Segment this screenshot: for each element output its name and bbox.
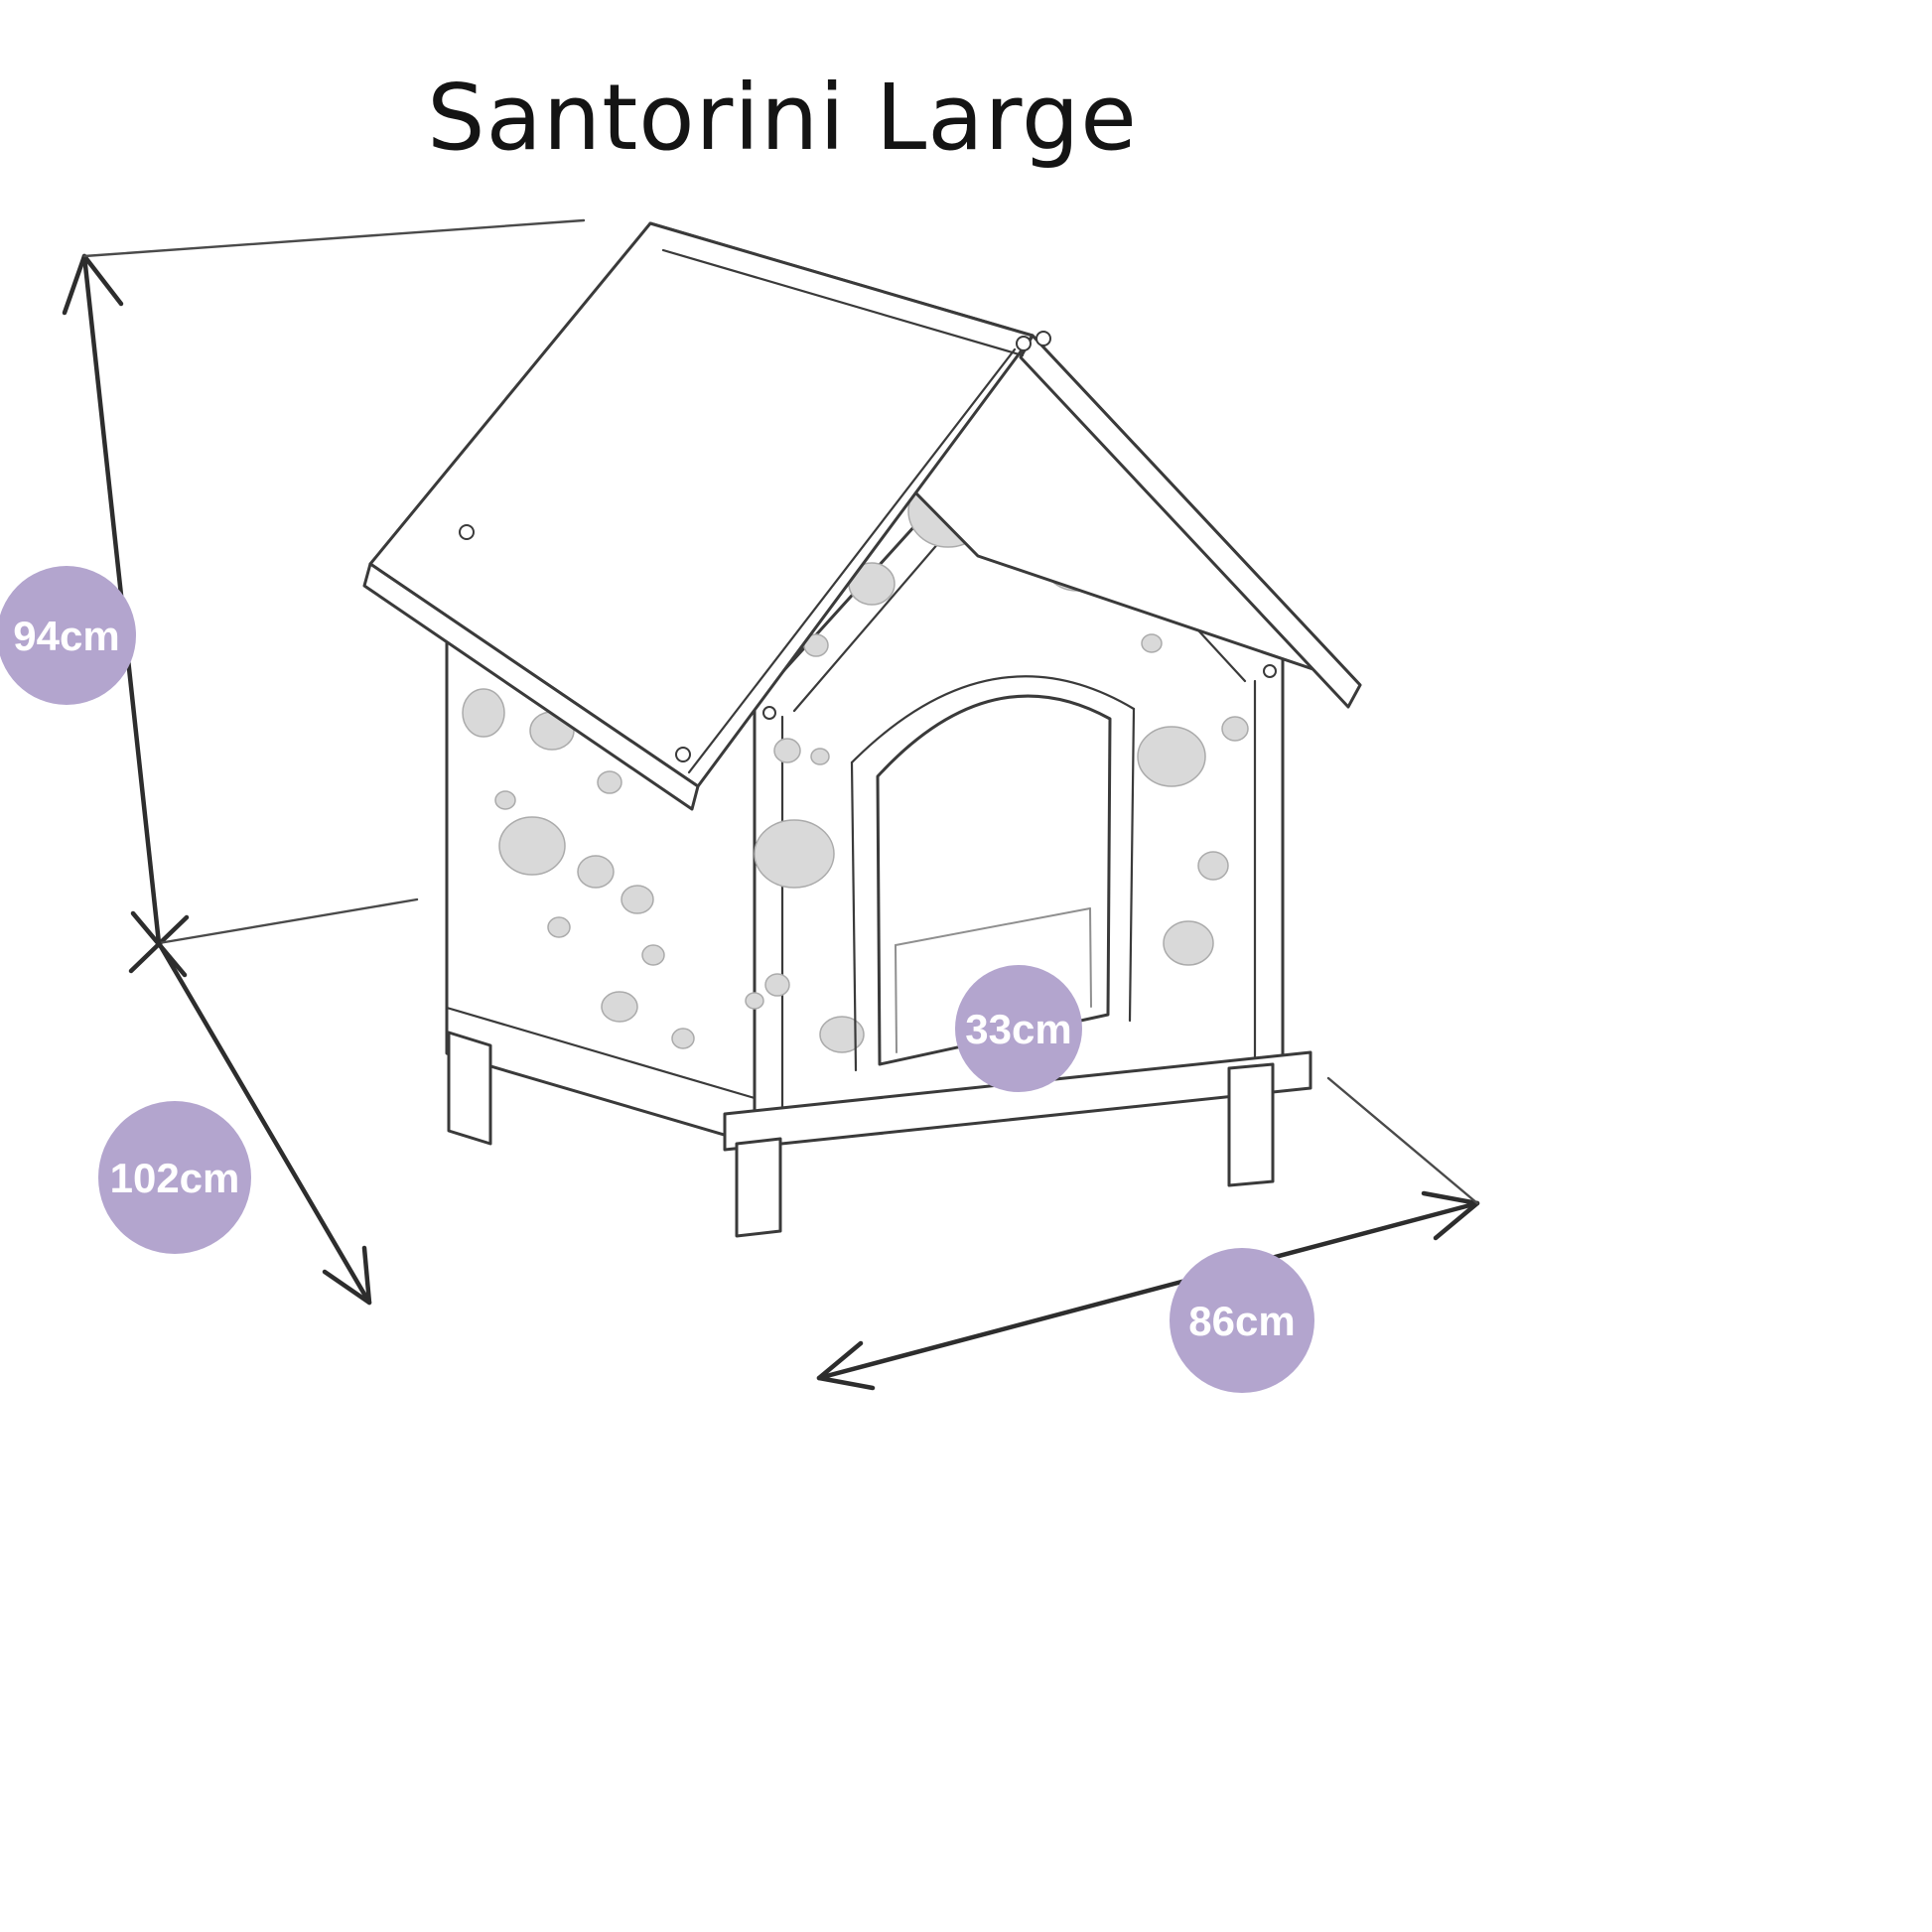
interior-left-corner: [895, 944, 897, 1053]
legs: [447, 1031, 1275, 1238]
page-title: Santorini Large: [427, 65, 1138, 171]
front-base-rail: [723, 1050, 1312, 1152]
front-right-leg: [1227, 1062, 1275, 1187]
spot: [601, 991, 638, 1023]
width-badge-label: 86cm: [1188, 1298, 1295, 1344]
spot: [462, 688, 505, 738]
spot: [597, 770, 622, 794]
spot: [754, 819, 835, 889]
base-projection-line: [157, 897, 419, 945]
spot: [745, 992, 764, 1010]
interior-right-corner: [1089, 907, 1092, 1008]
width-dimension-line: [816, 1076, 1480, 1391]
door-width-badge-circle: [955, 965, 1082, 1092]
spot: [764, 973, 790, 997]
spot: [547, 916, 571, 938]
spot: [1163, 920, 1214, 966]
width-badge: 86cm: [1170, 1248, 1314, 1393]
arched-doorway: [850, 675, 1136, 1072]
back-left-leg: [447, 1031, 492, 1146]
spot: [1197, 851, 1229, 881]
spot: [577, 855, 615, 889]
depth-dimension-line: [156, 940, 372, 1306]
screws: [459, 331, 1277, 762]
spot: [498, 816, 566, 876]
door-width-badge: 33cm: [955, 965, 1082, 1092]
depth-badge-label: 102cm: [110, 1155, 240, 1201]
spot: [1221, 716, 1249, 742]
roof-front-edge-line: [687, 347, 1017, 774]
screw-icon: [459, 524, 475, 540]
arrowhead-left-icon: [816, 1340, 876, 1391]
door-opening: [876, 694, 1112, 1066]
ridge-board-line: [661, 248, 1025, 357]
door-frame-outer-arch: [850, 675, 1136, 764]
spot: [810, 748, 830, 765]
side-wall-spots: [462, 688, 695, 1049]
height-badge: 94cm: [0, 566, 136, 705]
arrowhead-up-icon: [62, 253, 124, 316]
spot: [773, 738, 801, 763]
screw-icon: [1263, 664, 1277, 678]
front-left-leg: [735, 1137, 782, 1238]
roof: [362, 221, 1362, 811]
height-badge-label: 94cm: [13, 613, 119, 659]
width-projection-line: [1326, 1076, 1479, 1205]
arrowhead-right-icon: [1421, 1190, 1480, 1241]
spot: [1137, 726, 1206, 787]
dimension-badges: 94cm 102cm 86cm 33cm: [0, 566, 1314, 1393]
spot: [641, 944, 665, 966]
spot: [671, 1028, 695, 1049]
door-width-badge-label: 33cm: [965, 1006, 1071, 1052]
dog-house-illustration: [362, 221, 1362, 1238]
door-frame-right-jamb: [1128, 707, 1136, 1023]
spot: [819, 1016, 865, 1053]
door-frame-left-jamb: [850, 760, 858, 1072]
height-badge-circle: [0, 566, 136, 705]
width-badge-circle: [1170, 1248, 1314, 1393]
screw-icon: [762, 706, 776, 720]
roof-left-eave-edge: [362, 562, 700, 811]
screw-icon: [1035, 331, 1051, 346]
interior-floor-line: [895, 907, 1091, 946]
arrowhead-down-icon: [322, 1245, 372, 1306]
screw-icon: [1016, 336, 1032, 351]
side-base-rail: [445, 1006, 757, 1100]
spot: [494, 790, 516, 810]
screw-icon: [675, 747, 691, 762]
depth-badge: 102cm: [98, 1101, 251, 1254]
spot: [621, 885, 654, 914]
spot: [1141, 633, 1163, 653]
height-projection-line: [82, 218, 586, 258]
depth-badge-circle: [98, 1101, 251, 1254]
